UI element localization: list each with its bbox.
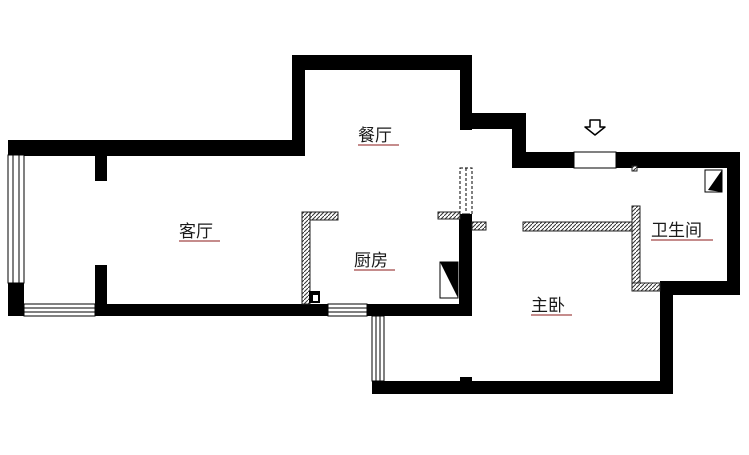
- fixtures: [309, 169, 723, 303]
- label-living-room: 客厅: [179, 222, 213, 242]
- room-labels: 餐厅 客厅 厨房 卫生间 主卧: [179, 126, 713, 316]
- partition-walls: [301, 165, 661, 305]
- label-bathroom: 卫生间: [651, 221, 702, 241]
- label-kitchen: 厨房: [354, 251, 388, 271]
- entrance-arrow-icon: [584, 119, 606, 136]
- label-dining-room: 餐厅: [358, 126, 392, 146]
- windows: [7, 151, 617, 382]
- label-master-bedroom: 主卧: [531, 296, 565, 316]
- outer-walls: [8, 55, 740, 394]
